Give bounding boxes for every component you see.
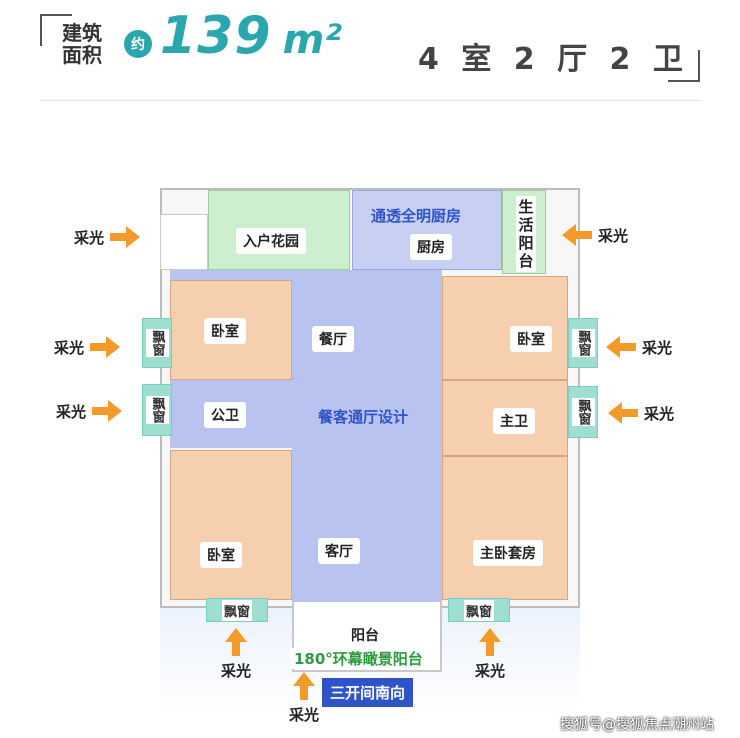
bay-window-west-1-label: 飘窗 [145,329,169,357]
label-dining: 餐厅 [312,326,354,352]
label-living-dining-design: 餐客通厅设计 [318,408,409,426]
lighting-south-3-label: 采光 [288,706,319,724]
lighting-south-3: 采光 [282,672,326,725]
bay-window-south-1: 飘窗 [206,598,268,622]
area-label-line1: 建筑 [62,21,102,45]
label-bedroom-sw: 卧室 [200,542,242,568]
arrow-up-icon [479,628,501,656]
approx-badge: 约 [124,30,152,58]
label-service-balcony-text: 生活阳台 [518,198,534,270]
lighting-east-3-label: 采光 [644,404,675,423]
label-south-facing: 三开间南向 [322,678,414,707]
arrow-left-icon [606,336,636,358]
area-unit: m² [282,17,342,63]
lighting-west-1: 采光 [74,226,141,248]
label-kitchen-highlight: 通透全明厨房 [371,207,462,225]
bedroom-sw [170,450,292,600]
arrow-right-icon [90,336,121,358]
lighting-south-2: 采光 [468,628,512,681]
label-balcony: 阳台 [344,622,386,648]
bay-window-south-2-label: 飘窗 [463,599,494,621]
label-master-suite: 主卧套房 [473,540,543,566]
bay-window-east-1: 飘窗 [568,318,598,368]
label-service-balcony: 生活阳台 [516,196,536,272]
lighting-west-2-label: 采光 [54,338,85,357]
label-bedroom-nw: 卧室 [204,318,246,344]
living-space [292,380,442,602]
lighting-east-3: 采光 [608,402,674,424]
lighting-south-1-label: 采光 [220,662,251,680]
lighting-east-1: 采光 [562,224,628,246]
label-bedroom-ne: 卧室 [510,326,552,352]
bay-window-west-2-label: 飘窗 [145,396,169,424]
bay-window-west-1: 飘窗 [142,318,172,368]
arrow-up-icon [225,628,247,656]
area-label: 建筑 面积 [62,22,102,66]
label-public-bath: 公卫 [204,402,246,428]
lighting-west-1-label: 采光 [74,228,105,247]
header-corner-topleft [40,14,72,46]
arrow-left-icon [608,402,638,424]
bay-window-south-1-label: 飘窗 [221,599,252,621]
bedroom-ne [442,276,568,380]
label-panorama-balcony: 180°环幕瞰景阳台 [290,648,427,669]
lighting-west-3: 采光 [56,400,123,422]
area-value: 139 [160,6,272,66]
label-living: 客厅 [318,538,360,564]
label-kitchen: 厨房 [410,234,452,260]
lighting-west-2: 采光 [54,336,121,358]
bay-window-east-2-label: 飘窗 [571,398,595,426]
bay-window-east-2: 飘窗 [568,386,598,438]
watermark: 搜狐号@搜狐焦点潮州站 [560,717,714,733]
label-master-bath: 主卫 [493,408,535,434]
area-value-group: 139 m² [160,6,342,66]
storage-left [160,214,208,270]
area-label-line2: 面积 [62,43,102,67]
lighting-west-3-label: 采光 [56,402,87,421]
bay-window-south-2: 飘窗 [448,598,510,622]
layout-title: 4 室 2 厅 2 卫 [418,42,689,77]
lighting-south-2-label: 采光 [474,662,505,680]
header-corner-bottomright [668,50,700,82]
lighting-east-2: 采光 [606,336,672,358]
lighting-east-2-label: 采光 [642,338,673,357]
arrow-up-icon [293,672,315,700]
arrow-left-icon [562,224,592,246]
lighting-south-1: 采光 [214,628,258,681]
arrow-right-icon [110,226,141,248]
header-divider [40,100,700,101]
bay-window-west-2: 飘窗 [142,384,172,436]
bay-window-east-1-label: 飘窗 [571,329,595,357]
arrow-right-icon [92,400,123,422]
master-suite [442,456,568,600]
lighting-east-1-label: 采光 [598,226,629,245]
label-entry-garden: 入户花园 [236,228,306,254]
